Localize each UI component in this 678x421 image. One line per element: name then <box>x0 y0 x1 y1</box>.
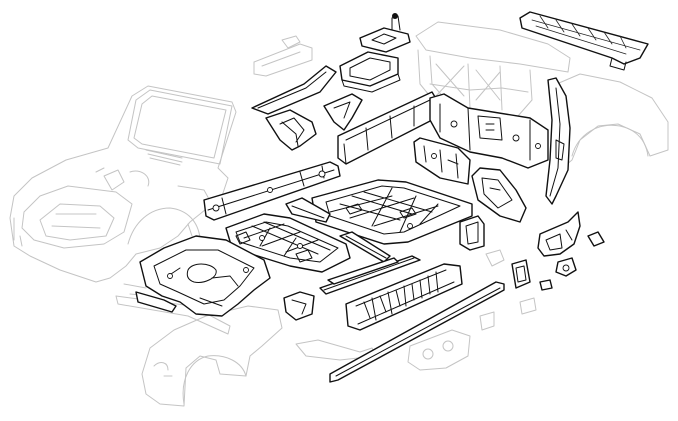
cowl-strip <box>251 65 337 115</box>
small-mount-plate <box>511 259 531 289</box>
ghost-top-bracket <box>253 43 313 77</box>
seat-bracket <box>285 197 331 223</box>
ghost-trunk-floor <box>39 203 115 241</box>
ghost-plate-hole-1 <box>422 348 434 360</box>
battery-tray <box>339 51 401 93</box>
ghost-front-details <box>13 167 150 247</box>
small-tab <box>539 279 553 291</box>
ghost-small-bracket-right <box>519 297 537 315</box>
ghost-lower-plate <box>407 329 471 371</box>
floor-side-sill <box>203 161 341 221</box>
small-clip-right <box>587 231 605 247</box>
ghost-front-wheel-arch <box>127 207 201 245</box>
ghost-lower-fender-detail <box>153 362 173 377</box>
rear-inner-mount <box>471 167 527 223</box>
rocker-strip-upper <box>327 257 399 285</box>
ghost-small-fitting <box>281 35 301 49</box>
ghost-roll-bar-braces <box>435 63 501 101</box>
ghost-small-clip <box>479 311 495 331</box>
rear-bulkhead-lower <box>413 137 471 185</box>
mount-bracket-top <box>359 13 411 53</box>
rear-firewall <box>429 93 549 169</box>
rocker-panel-left <box>345 263 463 331</box>
ghost-body-shell <box>9 21 669 407</box>
ghost-plate-hole-2 <box>442 340 454 352</box>
sill-end-piece <box>135 291 177 313</box>
tunnel-strip <box>339 231 391 263</box>
ghost-jack-bracket <box>485 249 505 267</box>
ghost-targa-roof <box>415 21 571 73</box>
strut-support <box>459 215 485 251</box>
ghost-wiper-grille <box>145 149 183 166</box>
small-bolt-part <box>555 257 577 277</box>
ghost-windshield-inner <box>133 95 227 159</box>
rocker-strip-outer <box>329 281 505 383</box>
ghost-lower-fender-arch <box>182 355 247 405</box>
front-wheelhouse-pan <box>139 235 271 317</box>
bulkhead-gusset <box>265 109 317 151</box>
engine-lid-strip <box>519 11 649 71</box>
ghost-lower-front-fender <box>141 305 283 407</box>
ghost-trunk-opening <box>21 185 133 249</box>
ghost-windshield <box>127 89 233 165</box>
floor-pan-rear <box>311 179 473 245</box>
rear-quarter-panel <box>545 77 571 205</box>
rear-corner-panel <box>537 211 581 257</box>
inner-brace <box>323 93 363 131</box>
ghost-rear-wheel-arch <box>571 124 649 157</box>
front-gusset <box>283 291 315 321</box>
